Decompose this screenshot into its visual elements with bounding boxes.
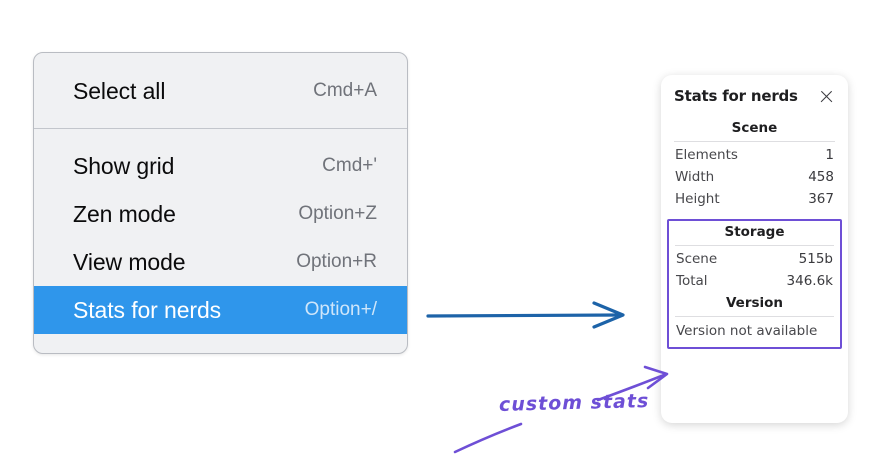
stat-value: 458 — [808, 169, 834, 185]
stat-value: 515b — [798, 251, 833, 267]
section-scene: Scene Elements 1 Width 458 Height 367 — [674, 117, 835, 210]
section-divider — [674, 141, 835, 142]
stat-value: 1 — [825, 147, 834, 163]
table-row: Height 367 — [674, 188, 835, 210]
table-row: Scene 515b — [675, 248, 834, 270]
stats-for-nerds-panel: Stats for nerds Scene Elements 1 Width 4… — [661, 75, 848, 423]
stat-label: Scene — [676, 251, 718, 267]
stat-value: 367 — [808, 191, 834, 207]
menu-item-show-grid[interactable]: Show grid Cmd+' — [34, 142, 407, 190]
table-row: Total 346.6k — [675, 270, 834, 292]
stat-value: 346.6k — [786, 273, 833, 289]
stat-label: Height — [675, 191, 720, 207]
menu-item-view-mode[interactable]: View mode Option+R — [34, 238, 407, 286]
section-divider — [675, 316, 834, 317]
table-row: Elements 1 — [674, 144, 835, 166]
menu-group-2: Show grid Cmd+' Zen mode Option+Z View m… — [34, 129, 407, 344]
menu-item-shortcut: Cmd+' — [322, 155, 377, 176]
section-divider — [675, 245, 834, 246]
stat-label: Total — [676, 273, 708, 289]
close-icon[interactable] — [818, 88, 835, 105]
menu-item-label: Show grid — [73, 152, 175, 179]
panel-title: Stats for nerds — [674, 87, 798, 105]
stat-label: Width — [675, 169, 715, 185]
menu-item-label: View mode — [73, 248, 186, 275]
version-value: Version not available — [676, 323, 818, 339]
menu-item-shortcut: Cmd+A — [313, 80, 377, 101]
section-version: Version Version not available — [675, 292, 834, 343]
custom-stats-annotation-label: custom stats — [498, 390, 650, 416]
canvas-context-menu[interactable]: Select all Cmd+A Show grid Cmd+' Zen mod… — [33, 52, 408, 354]
menu-item-label: Select all — [73, 77, 166, 104]
table-row: Width 458 — [674, 166, 835, 188]
menu-item-label: Stats for nerds — [73, 296, 222, 323]
menu-item-label: Zen mode — [73, 200, 176, 227]
section-heading-scene: Scene — [731, 120, 778, 136]
stat-label: Elements — [675, 147, 738, 163]
custom-stats-underline — [453, 422, 523, 454]
menu-item-zen-mode[interactable]: Zen mode Option+Z — [34, 190, 407, 238]
section-heading-storage: Storage — [724, 224, 785, 240]
menu-item-select-all[interactable]: Select all Cmd+A — [34, 67, 407, 115]
custom-stats-highlight-box: Storage Scene 515b Total 346.6k Version … — [667, 219, 842, 349]
menu-group-1: Select all Cmd+A — [34, 53, 407, 128]
section-storage: Storage Scene 515b Total 346.6k — [675, 221, 834, 292]
menu-item-stats-for-nerds[interactable]: Stats for nerds Option+/ — [34, 286, 407, 334]
menu-to-panel-arrow — [426, 301, 625, 329]
panel-header: Stats for nerds — [674, 87, 835, 105]
menu-item-shortcut: Option+/ — [304, 299, 377, 320]
menu-item-shortcut: Option+R — [296, 251, 377, 272]
menu-item-shortcut: Option+Z — [298, 203, 377, 224]
menu-separator — [34, 128, 407, 129]
section-heading-version: Version — [725, 295, 784, 311]
